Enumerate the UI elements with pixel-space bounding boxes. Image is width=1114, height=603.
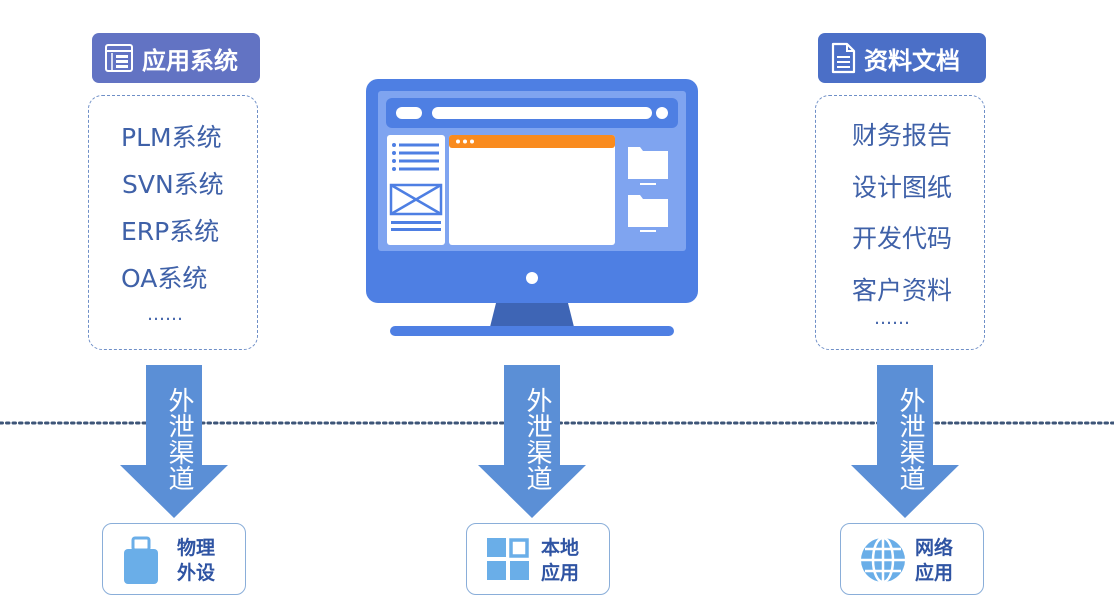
arrow-down-icon (120, 365, 228, 518)
list-item: ERP系统 (121, 217, 220, 246)
list-item: 财务报告 (852, 121, 953, 150)
category-title: 应用系统 (142, 46, 238, 75)
app-grid-icon (485, 536, 531, 586)
channel-network-apps: 网络 应用 (840, 523, 984, 595)
category-title: 资料文档 (864, 46, 960, 75)
list-item: …… (147, 304, 183, 325)
server-icon (104, 43, 134, 73)
computer-monitor-icon (366, 79, 698, 336)
list-item: …… (874, 308, 910, 329)
docs-list: 财务报告 设计图纸 开发代码 客户资料 …… (815, 95, 985, 350)
channel-label: 物理 外设 (177, 537, 216, 584)
globe-icon (859, 536, 907, 588)
arrow-label: 外泄渠道 (895, 387, 925, 491)
channel-label: 本地 应用 (541, 537, 580, 584)
list-item: 设计图纸 (852, 173, 953, 202)
list-item: 开发代码 (852, 224, 953, 253)
list-item: OA系统 (121, 264, 208, 293)
category-header-apps: 应用系统 (92, 33, 260, 83)
arrow-down-icon (851, 365, 959, 518)
document-icon (830, 42, 856, 74)
list-item: 客户资料 (852, 276, 953, 305)
channel-local-apps: 本地 应用 (466, 523, 610, 595)
channel-physical-devices: 物理 外设 (102, 523, 246, 595)
usb-drive-icon (121, 536, 161, 590)
apps-list: PLM系统 SVN系统 ERP系统 OA系统 …… (88, 95, 258, 350)
list-item: PLM系统 (121, 123, 222, 152)
arrow-label: 外泄渠道 (164, 387, 194, 491)
arrow-down-icon (478, 365, 586, 518)
list-item: SVN系统 (122, 170, 224, 199)
arrow-label: 外泄渠道 (522, 387, 552, 491)
channel-label: 网络 应用 (915, 537, 954, 584)
category-header-docs: 资料文档 (818, 33, 986, 83)
